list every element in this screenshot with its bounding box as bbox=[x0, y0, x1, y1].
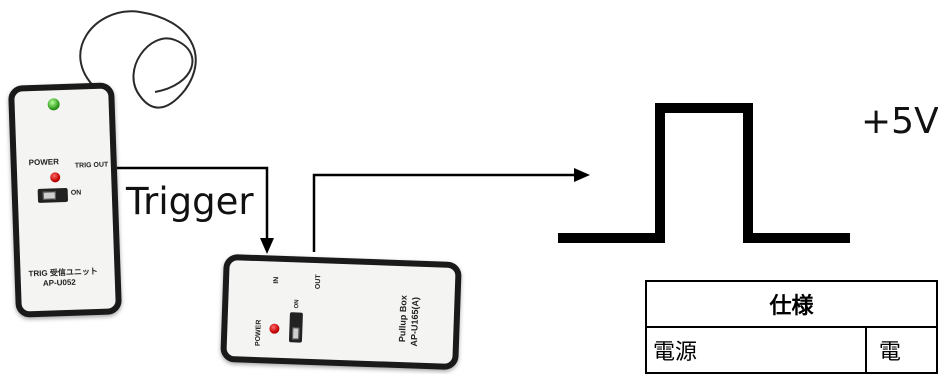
spec-row-value: 電 bbox=[866, 327, 937, 373]
power-label: POWER bbox=[255, 320, 263, 347]
on-label: ON bbox=[71, 189, 82, 196]
voltage-label: +5V bbox=[861, 104, 938, 140]
power-label: POWER bbox=[29, 157, 60, 167]
spec-table: 仕様 電源 電 bbox=[645, 280, 938, 374]
pullup-box: IN OUT POWER ON Pullup Box AP-U165(A) bbox=[220, 254, 462, 370]
on-label: ON bbox=[294, 299, 300, 308]
spec-row-label: 電源 bbox=[646, 327, 866, 373]
out-label: OUT bbox=[315, 274, 323, 289]
green-led bbox=[47, 98, 59, 110]
table-row: 電源 電 bbox=[646, 327, 937, 373]
trig-receiver-unit: POWER TRIG OUT ON TRIG 受信ユニット AP-U052 bbox=[8, 82, 122, 318]
pulse-waveform bbox=[558, 108, 850, 238]
device-name-line2: AP-U165(A) bbox=[409, 297, 421, 347]
table-header-row: 仕様 bbox=[646, 281, 937, 327]
device-name-line1: Pullup Box bbox=[397, 295, 409, 342]
switch-knob bbox=[43, 191, 56, 199]
trigger-label: Trigger bbox=[126, 183, 254, 220]
output-arrowhead bbox=[574, 168, 590, 182]
power-switch[interactable] bbox=[289, 312, 303, 342]
trig-out-label: TRIG OUT bbox=[75, 161, 109, 169]
trigger-arrowhead bbox=[260, 238, 274, 254]
in-label: IN bbox=[273, 277, 280, 284]
power-led-red bbox=[50, 172, 60, 182]
device-name-line2: AP-U052 bbox=[43, 278, 76, 288]
power-led-red bbox=[269, 324, 279, 334]
switch-knob bbox=[292, 327, 299, 339]
output-line bbox=[314, 175, 578, 252]
power-switch[interactable] bbox=[38, 188, 68, 203]
spec-header: 仕様 bbox=[646, 281, 937, 327]
